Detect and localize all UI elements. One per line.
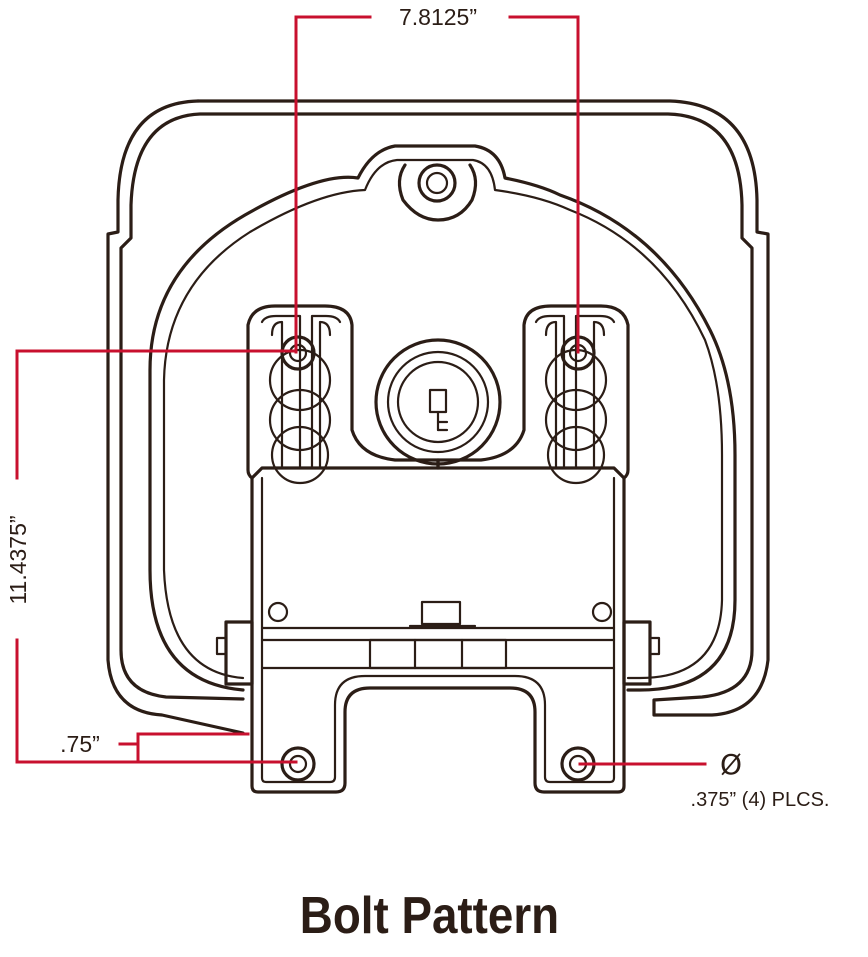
top-nut-boss: [397, 163, 478, 222]
mounting-plate: [215, 476, 661, 794]
lock-cylinder: [374, 338, 502, 466]
vertical-dimension-label: 11.4375”: [5, 515, 31, 604]
bolt-hole-top-left: [280, 335, 316, 371]
diameter-symbol-icon: Ø: [720, 748, 742, 781]
right-latch-column: [436, 304, 630, 485]
dimension-vertical-line: [15, 349, 298, 764]
left-latch-column: [246, 304, 440, 485]
offset-dimension-label: .75”: [60, 731, 100, 757]
dimension-horizontal-line: [294, 15, 580, 354]
inner-cradle: [148, 144, 737, 692]
bolt-hole-bottom-left: [280, 746, 316, 782]
base-outline: [106, 99, 770, 735]
horizontal-dimension-label: 7.8125”: [399, 4, 477, 30]
dimension-offset-line: [118, 732, 250, 762]
page-title: Bolt Pattern: [299, 887, 560, 945]
hole-note-label: .375” (4) PLCS.: [691, 789, 830, 811]
